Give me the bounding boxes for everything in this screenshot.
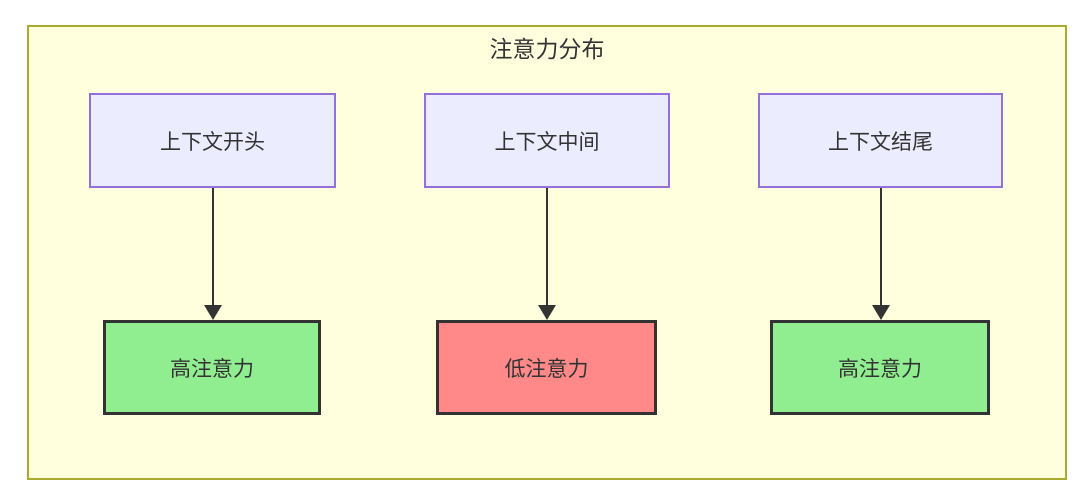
context-middle-node: 上下文中间: [424, 93, 670, 188]
attention-result-node-end: 高注意力: [770, 320, 990, 415]
arrow-line: [880, 188, 882, 308]
context-end-node: 上下文结尾: [758, 93, 1003, 188]
arrow-head-icon: [872, 305, 890, 320]
arrow-head-icon: [204, 305, 222, 320]
attention-result-node-middle: 低注意力: [436, 320, 657, 415]
context-start-node: 上下文开头: [89, 93, 336, 188]
diagram-title: 注意力分布: [489, 36, 605, 62]
attention-result-node-start: 高注意力: [103, 320, 321, 415]
arrow-line: [546, 188, 548, 308]
arrow-head-icon: [538, 305, 556, 320]
arrow-line: [212, 188, 214, 308]
